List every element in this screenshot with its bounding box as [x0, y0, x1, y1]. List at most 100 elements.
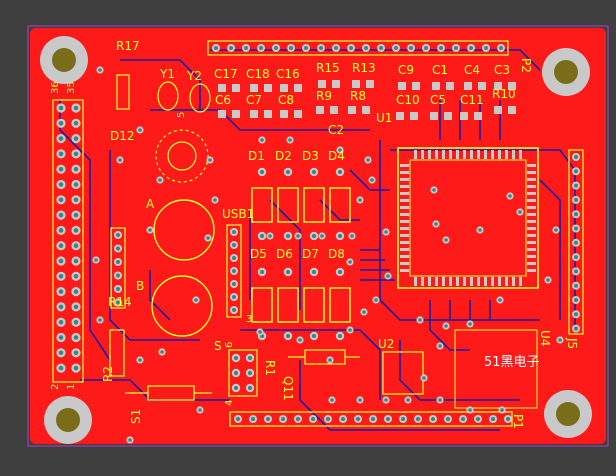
- label-d1: D1: [248, 149, 265, 163]
- label-d6: D6: [276, 247, 293, 261]
- pad-hole: [233, 355, 239, 361]
- smd-pad: [294, 110, 302, 118]
- ic-pin: [435, 150, 438, 159]
- ic-pin: [527, 199, 536, 202]
- pad-hole: [358, 398, 362, 402]
- pad-hole: [574, 183, 578, 188]
- ic-pin: [470, 277, 473, 286]
- header-j5-pins: [572, 153, 580, 333]
- smd-pad: [232, 110, 240, 118]
- label-pin6: 6: [224, 342, 235, 348]
- ic-pin: [498, 150, 501, 159]
- pad-hole: [73, 182, 79, 187]
- pad-hole: [348, 328, 352, 332]
- ic-pin: [421, 277, 424, 286]
- pad-hole: [330, 398, 334, 402]
- pad-hole: [337, 269, 343, 275]
- pad-hole: [311, 233, 317, 239]
- pad-hole: [311, 333, 317, 339]
- pad-hole: [258, 330, 262, 334]
- pad-hole: [491, 417, 495, 421]
- label-r14: R14: [108, 295, 132, 309]
- pad-hole: [232, 269, 236, 273]
- ic-u1: [397, 147, 539, 289]
- ic-pin: [463, 277, 466, 286]
- label-d7: D7: [302, 247, 319, 261]
- ic-pin: [400, 206, 409, 209]
- pad-hole: [260, 138, 264, 142]
- pad-hole: [438, 344, 442, 348]
- pad-hole: [98, 318, 102, 322]
- pad-hole: [138, 128, 142, 132]
- pad-hole: [268, 234, 272, 238]
- pad-hole: [476, 417, 480, 421]
- ic-pin: [519, 277, 522, 286]
- pad-hole: [499, 46, 503, 50]
- label-c6: C6: [215, 93, 231, 107]
- pad-hole: [337, 333, 343, 339]
- pad-hole: [546, 278, 550, 282]
- header-small-outline: [110, 227, 126, 309]
- smd-pad: [494, 106, 502, 114]
- ic-pin: [456, 150, 459, 159]
- ic-pin: [470, 150, 473, 159]
- label-p2: P2: [519, 58, 533, 73]
- pad-hole: [298, 338, 302, 342]
- label-u2: U2: [378, 337, 394, 351]
- crystal-y2: [189, 83, 211, 113]
- pad-hole: [266, 417, 270, 421]
- smd-pad: [264, 84, 272, 92]
- pad-hole: [348, 260, 352, 264]
- header-j36-pins: [56, 103, 81, 373]
- pad-hole: [394, 46, 398, 50]
- label-d12: D12: [110, 129, 135, 143]
- pad-hole: [311, 269, 317, 275]
- pad-hole: [574, 255, 578, 260]
- pad-hole: [94, 258, 98, 262]
- ic-pin: [491, 150, 494, 159]
- pad-hole: [213, 198, 217, 202]
- smd-pad: [218, 110, 226, 118]
- smd-pad: [444, 112, 452, 120]
- pad-hole: [337, 169, 343, 175]
- label-d3: D3: [302, 149, 319, 163]
- ic-pin: [527, 220, 536, 223]
- ic-pin: [527, 269, 536, 272]
- label-j5: J5: [565, 337, 579, 349]
- pad-hole: [236, 417, 240, 421]
- ic-pin: [428, 150, 431, 159]
- pad-hole: [432, 188, 436, 192]
- pad-hole: [574, 269, 578, 274]
- ic-pin: [400, 164, 409, 167]
- smd-pad: [412, 82, 420, 90]
- pad-hole: [73, 121, 79, 126]
- smd-pad: [318, 80, 326, 88]
- pad-hole: [574, 326, 578, 331]
- pad-hole: [233, 370, 239, 376]
- pad-hole: [244, 46, 248, 50]
- label-c4: C4: [464, 63, 480, 77]
- header-small-pins: [114, 231, 122, 307]
- smd-pad: [410, 112, 418, 120]
- pad-hole: [320, 234, 324, 238]
- pad-hole: [73, 212, 79, 218]
- pad-hole: [424, 46, 428, 50]
- label-c3: C3: [494, 63, 510, 77]
- pad-hole: [574, 212, 578, 217]
- label-c17: C17: [214, 67, 238, 81]
- smd-components: [218, 80, 516, 120]
- pad-hole: [371, 417, 375, 421]
- pad-hole: [438, 398, 442, 402]
- pad-hole: [73, 136, 79, 141]
- ic-pin: [414, 150, 417, 159]
- label-q11: Q11: [281, 376, 295, 401]
- pad-hole: [116, 233, 120, 237]
- smd-pad: [264, 110, 272, 118]
- label-pin35: 35: [66, 81, 77, 94]
- header-p1-pins: [234, 415, 512, 423]
- pad-hole: [304, 46, 308, 50]
- ic-pin: [505, 150, 508, 159]
- label-d4: D4: [328, 149, 345, 163]
- ic-pin: [527, 206, 536, 209]
- smd-pad: [250, 84, 258, 92]
